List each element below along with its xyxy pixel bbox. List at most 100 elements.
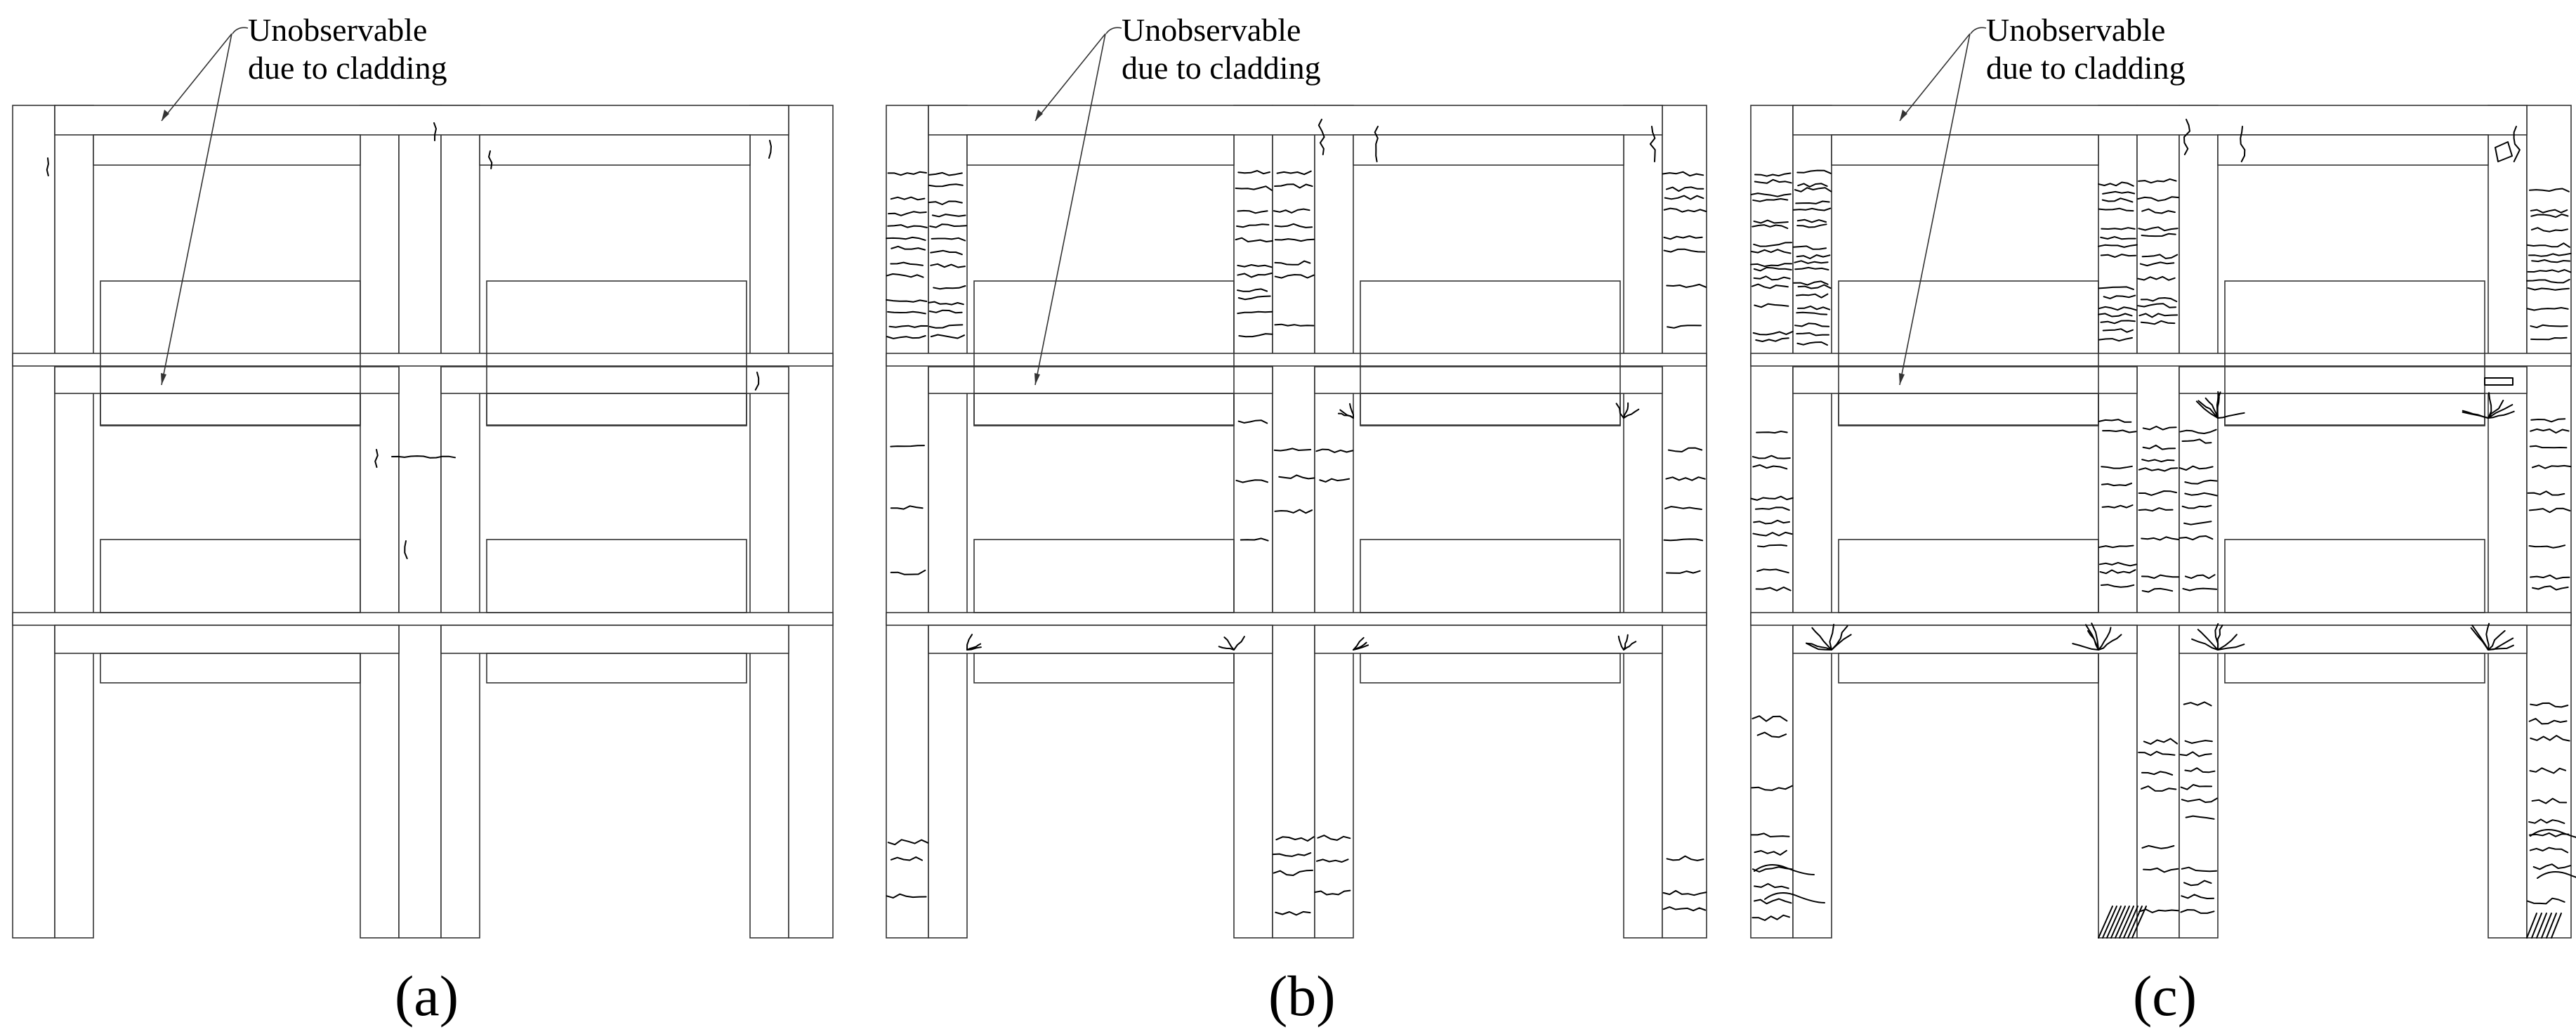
crack-line — [1314, 889, 1351, 896]
shear-crack — [2530, 829, 2576, 838]
crack-line — [1233, 636, 1245, 651]
window-opening — [1838, 393, 2099, 426]
crack-line — [2138, 750, 2176, 757]
crack-line — [2184, 767, 2216, 773]
crack-line — [2531, 585, 2569, 591]
floor-beam-1-left — [54, 366, 400, 394]
crack-line — [2098, 313, 2133, 318]
floor-beam-1-right — [2179, 366, 2528, 394]
crack-line — [1797, 284, 1832, 289]
leader-line-roof — [1034, 33, 1106, 122]
crack-line — [2528, 818, 2565, 824]
crack-line — [2138, 313, 2179, 318]
annotation-line-1: Unobservable — [1122, 12, 1301, 48]
shear-crack — [1754, 864, 1815, 875]
crack-line — [1796, 305, 1831, 311]
crack-line — [1796, 341, 1828, 346]
leader-line-floor — [1899, 33, 1971, 386]
crack-line — [2098, 181, 2134, 187]
crack-line — [2526, 278, 2570, 284]
crack-line — [2098, 561, 2137, 567]
crack-line — [2138, 908, 2179, 913]
crack-line — [1753, 898, 1792, 905]
crack-line — [1756, 731, 1787, 738]
crack-line — [1623, 408, 1640, 419]
crack-line — [2185, 815, 2215, 820]
crack-line — [1666, 283, 1707, 288]
crack-line — [2142, 426, 2177, 431]
column-1 — [12, 105, 55, 939]
crack-line — [1623, 402, 1629, 419]
crack-line — [1752, 531, 1793, 537]
window-opening — [2224, 393, 2485, 426]
crack-line — [890, 505, 924, 510]
crack-line — [2098, 244, 2138, 248]
column-2 — [54, 105, 94, 939]
crack-line — [1753, 519, 1790, 525]
crack-line — [2100, 320, 2136, 325]
roof-beam — [54, 105, 789, 136]
roof-beam-bay-1 — [93, 134, 361, 166]
window-opening — [486, 280, 747, 426]
crack-line — [1756, 431, 1788, 434]
arrowhead — [1900, 110, 1907, 121]
crack-line — [1353, 636, 1365, 651]
leader-hook — [1970, 27, 1987, 34]
crack-line — [2102, 328, 2134, 333]
crack-line — [2102, 429, 2137, 433]
crack-line — [2184, 740, 2213, 744]
crack-line — [2179, 751, 2212, 757]
crack-line — [1273, 208, 1310, 214]
crack-line — [2526, 242, 2570, 248]
crack-line — [890, 196, 926, 201]
crack-line — [1756, 544, 1788, 548]
crack-line — [1319, 478, 1351, 483]
crack-line — [2141, 844, 2175, 849]
crack-line — [433, 122, 437, 141]
crack-line — [966, 643, 982, 651]
crack-line — [1662, 889, 1707, 896]
floor-slab-2 — [886, 612, 1707, 626]
arrowhead — [1899, 373, 1905, 385]
crack-line — [1317, 835, 1351, 841]
crack-line — [1752, 866, 1793, 873]
crack-line — [1218, 646, 1235, 651]
crack-line — [886, 335, 926, 339]
crack-line — [1276, 170, 1312, 176]
crack-line — [46, 157, 49, 176]
crack-line — [1273, 869, 1313, 876]
crack-line — [928, 324, 964, 329]
crack-line — [1796, 218, 1827, 223]
crack-line — [888, 211, 927, 216]
floor-beam-2-left — [1792, 625, 2138, 654]
floor-beam-1-right — [440, 366, 789, 394]
window-opening — [1360, 280, 1621, 426]
crack-line — [1275, 836, 1315, 842]
column-5 — [1314, 105, 1354, 939]
crack-line — [2098, 306, 2137, 311]
roof-beam-bay-1 — [966, 134, 1235, 166]
crack-line — [887, 311, 926, 315]
floor-beam-1-right — [1314, 366, 1663, 394]
column-2 — [1792, 105, 1832, 939]
crack-line — [1752, 914, 1790, 921]
column-2 — [928, 105, 968, 939]
crack-line — [2527, 897, 2565, 905]
crack-line — [1797, 183, 1828, 188]
crack-line — [931, 237, 966, 242]
floor-slab-2 — [12, 612, 834, 626]
crack-line — [928, 171, 963, 176]
crack-line — [1750, 832, 1790, 837]
crack-line — [2513, 126, 2521, 162]
column-6 — [749, 105, 789, 939]
window-opening — [1838, 653, 2099, 684]
crack-line — [2529, 574, 2570, 580]
crack-line — [2141, 459, 2175, 463]
crack-line — [886, 299, 928, 303]
crack-line — [1665, 476, 1706, 481]
floor-beam-2-right — [1314, 625, 1663, 654]
crack-line — [1753, 219, 1789, 224]
crack-line — [2470, 627, 2489, 651]
